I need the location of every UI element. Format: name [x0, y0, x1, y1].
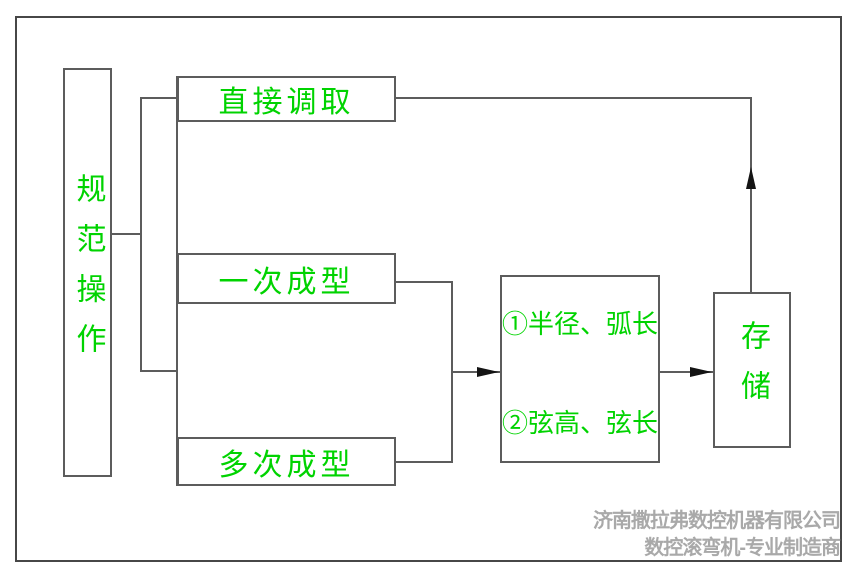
- line-merge-to-params: [451, 371, 500, 373]
- line-storage-up: [750, 97, 752, 292]
- parameters-line-2: ②弦高、弦长: [502, 408, 659, 438]
- line-trunk-vertical: [140, 97, 142, 372]
- arrowhead-up: [746, 167, 756, 189]
- line-leftbox-to-trunk: [111, 233, 141, 235]
- standard-operation-label: 规范操作: [71, 172, 105, 373]
- node-standard-operation: 规范操作: [63, 68, 112, 477]
- drawing-frame: [15, 16, 842, 562]
- node-storage: 存储: [713, 292, 791, 448]
- node-direct-recall: 直接调取: [177, 76, 396, 122]
- arrowhead-into-params: [477, 367, 499, 377]
- node-parameters: ①半径、弧长 ②弦高、弦长: [500, 275, 660, 463]
- line-params-to-storage: [660, 371, 713, 373]
- line-multi-to-merge: [395, 461, 453, 463]
- single-pass-forming-label: 一次成型: [218, 265, 355, 299]
- line-trunk-to-left-edge: [140, 370, 178, 372]
- parameters-line-1: ①半径、弧长: [502, 309, 659, 339]
- watermark-line-1: 济南撒拉弗数控机器有限公司: [593, 510, 841, 532]
- watermark-line-2: 数控滚弯机-专业制造商: [644, 537, 841, 559]
- node-multi-pass-forming: 多次成型: [177, 437, 396, 486]
- direct-recall-label: 直接调取: [218, 86, 355, 119]
- multi-pass-forming-label: 多次成型: [218, 448, 355, 482]
- watermark: 济南撒拉弗数控机器有限公司 数控滚弯机-专业制造商: [593, 508, 841, 562]
- storage-label: 存储: [736, 320, 769, 420]
- line-single-to-merge: [395, 281, 453, 283]
- arrowhead-into-storage: [690, 367, 712, 377]
- line-trunk-to-direct: [140, 97, 178, 99]
- line-direct-to-corner: [395, 97, 752, 99]
- node-single-pass-forming: 一次成型: [177, 253, 396, 304]
